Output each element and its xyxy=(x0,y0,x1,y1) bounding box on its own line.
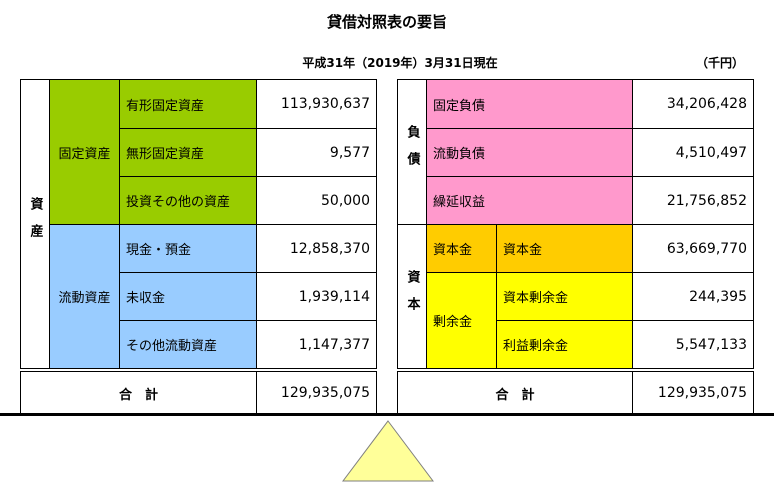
asset-item-label: 有形固定資産 xyxy=(119,79,257,129)
capital-total-value: 129,935,075 xyxy=(632,371,754,415)
capital-item-label: 資本金 xyxy=(496,224,633,273)
balance-fulcrum-icon xyxy=(342,420,434,482)
asset-item-value: 9,577 xyxy=(256,128,377,177)
unit-label: （千円） xyxy=(695,56,744,70)
assets-section-label: 資産 xyxy=(20,79,50,369)
capital-item-value: 244,395 xyxy=(632,272,754,321)
asset-item-value: 12,858,370 xyxy=(256,224,377,273)
report-date: 平成31年（2019年）3月31日現在 xyxy=(302,56,498,70)
asset-item-value: 1,147,377 xyxy=(256,320,377,369)
liability-item-label: 繰延収益 xyxy=(426,176,633,225)
asset-item-value: 1,939,114 xyxy=(256,272,377,321)
asset-item-value: 113,930,637 xyxy=(256,79,377,129)
capital-total-label: 合 計 xyxy=(397,371,633,415)
balance-beam xyxy=(0,413,774,416)
asset-item-label: その他流動資産 xyxy=(119,320,257,369)
capital-item-label: 資本剰余金 xyxy=(496,272,633,321)
asset-item-label: 未収金 xyxy=(119,272,257,321)
asset-item-label: 無形固定資産 xyxy=(119,128,257,177)
liability-item-label: 固定負債 xyxy=(426,79,633,129)
capital-stock-group-label: 資本金 xyxy=(426,224,497,273)
capital-item-value: 63,669,770 xyxy=(632,224,754,273)
liability-item-value: 34,206,428 xyxy=(632,79,754,129)
surplus-group-label: 剰余金 xyxy=(426,272,497,369)
capital-section-label: 資本 xyxy=(397,224,427,369)
assets-total-label: 合 計 xyxy=(20,371,257,415)
assets-total-value: 129,935,075 xyxy=(256,371,377,415)
page-title: 貸借対照表の要旨 xyxy=(326,13,447,31)
asset-item-value: 50,000 xyxy=(256,176,377,225)
fixed-assets-label: 固定資産 xyxy=(49,79,120,225)
capital-item-value: 5,547,133 xyxy=(632,320,754,369)
liability-item-label: 流動負債 xyxy=(426,128,633,177)
liability-item-value: 21,756,852 xyxy=(632,176,754,225)
capital-item-label: 利益剰余金 xyxy=(496,320,633,369)
asset-item-label: 投資その他の資産 xyxy=(119,176,257,225)
asset-item-label: 現金・預金 xyxy=(119,224,257,273)
liability-item-value: 4,510,497 xyxy=(632,128,754,177)
liabilities-section-label: 負債 xyxy=(397,79,427,225)
current-assets-label: 流動資産 xyxy=(49,224,120,369)
